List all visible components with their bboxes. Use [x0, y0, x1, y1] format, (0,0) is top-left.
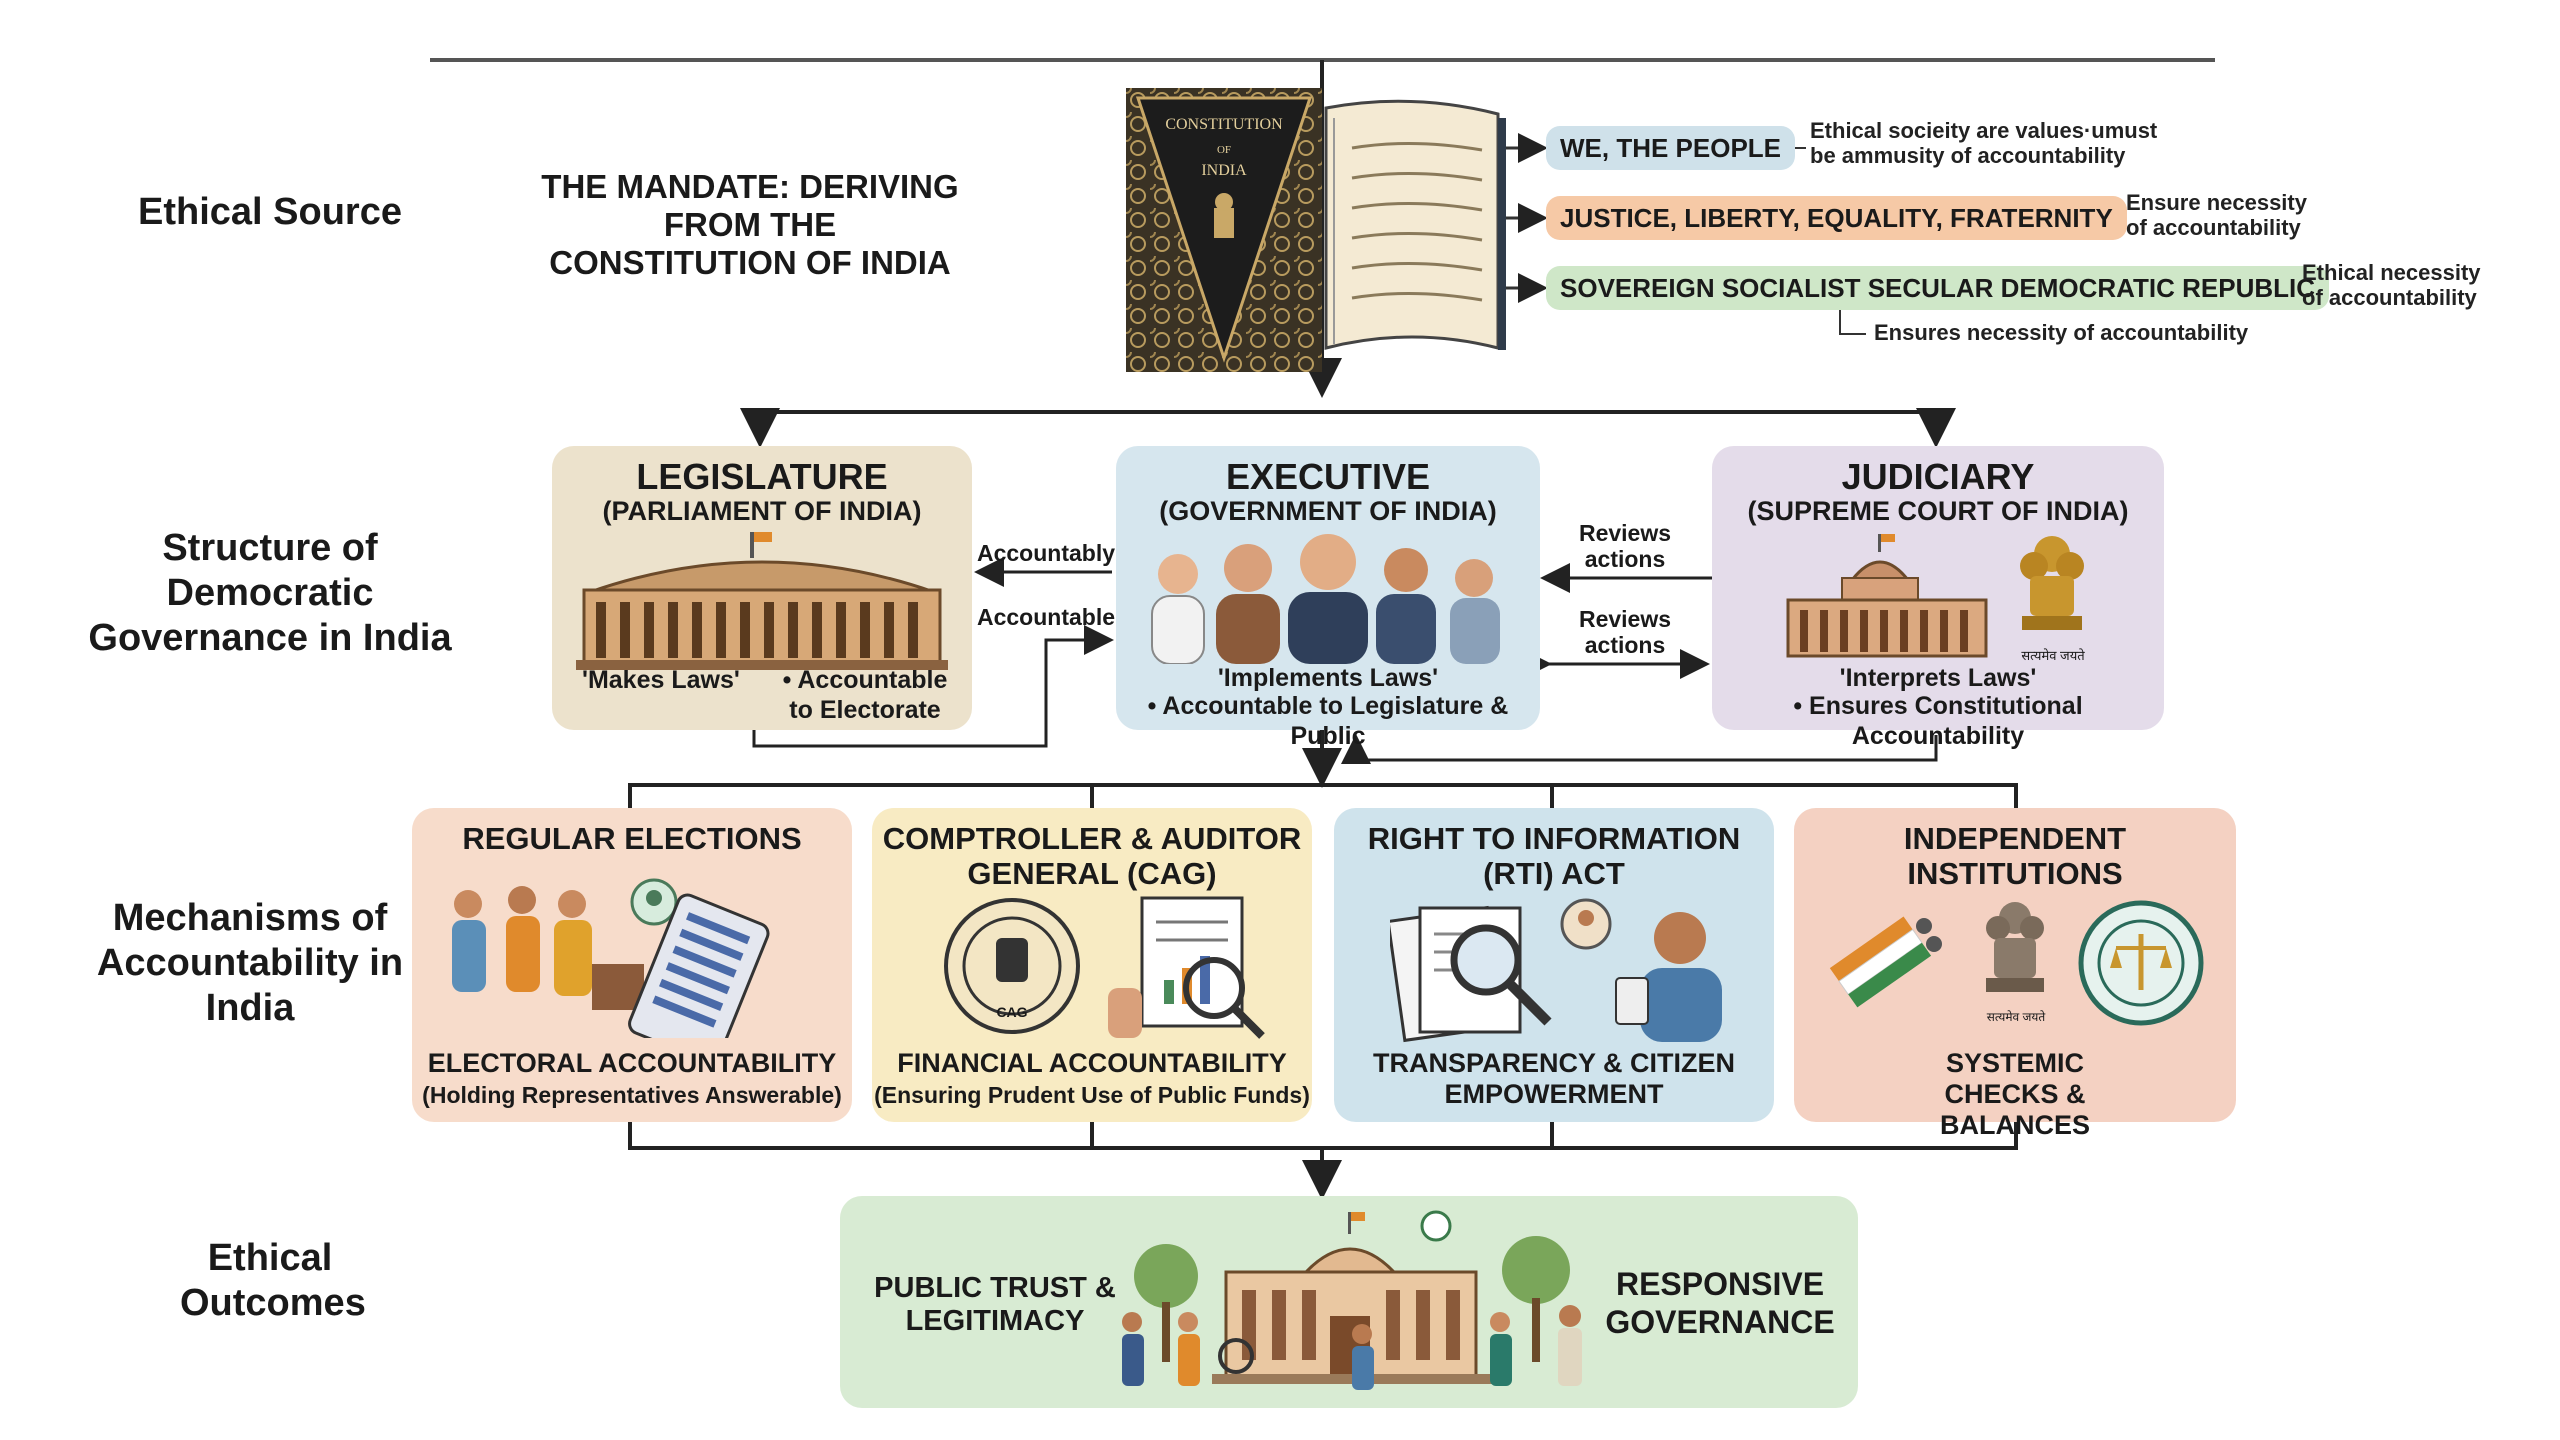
arrow-label-reviews-1: Reviews actions	[1578, 520, 1672, 573]
executive-caption-2: • Accountable to Legislature & Public	[1147, 692, 1509, 750]
legislature-caption-left: 'Makes Laws'	[582, 666, 740, 694]
cag-seal-text: CAG	[996, 1004, 1028, 1020]
judiciary-caption-1: 'Interprets Laws'	[1839, 664, 2037, 692]
rti-documents-icon	[1390, 898, 1722, 1043]
mechanism-elections-cap2: (Holding Representatives Answerable)	[422, 1082, 842, 1108]
arrow-label-accountable: Accountable	[976, 604, 1116, 630]
lokpal-seal-icon	[2078, 900, 2204, 1026]
mechanism-institutions-title: INDEPENDENT INSTITUTIONS	[1903, 821, 2127, 891]
executive-subtitle: (GOVERNMENT OF INDIA)	[1159, 496, 1497, 526]
mechanism-rti-title: RIGHT TO INFORMATION (RTI) ACT	[1367, 821, 1741, 891]
cag-seal-icon	[944, 898, 1080, 1034]
judiciary-emblem-text: सत्यमेव जयते	[2021, 648, 2085, 663]
mechanism-elections-cap1: ELECTORAL ACCOUNTABILITY	[427, 1048, 837, 1078]
executive-caption-1: 'Implements Laws'	[1217, 664, 1439, 692]
executive-title: EXECUTIVE	[1225, 456, 1431, 497]
constitution-book-cover: CONSTITUTION OF INDIA	[1126, 88, 1322, 372]
judiciary-box: JUDICIARY (SUPREME COURT OF INDIA) सत्यम…	[1712, 446, 2164, 750]
legislature-title: LEGISLATURE	[636, 456, 888, 497]
judiciary-subtitle: (SUPREME COURT OF INDIA)	[1747, 496, 2129, 526]
outcome-public-trust: PUBLIC TRUST & LEGITIMACY	[874, 1272, 1116, 1338]
outcomes-box: PUBLIC TRUST & LEGITIMACY RESPONSIVE GOV…	[840, 1196, 1858, 1408]
national-emblem-icon	[2020, 536, 2084, 630]
judiciary-caption-2: • Ensures Constitutional Accountability	[1793, 692, 2083, 750]
voters-evm-icon	[452, 878, 770, 1038]
parliament-building-icon	[576, 532, 948, 670]
mechanism-cag: COMPTROLLER & AUDITOR GENERAL (CAG) CAG …	[872, 808, 1312, 1122]
preamble-subnote: Ensures necessity of accountability	[1874, 320, 2249, 345]
outcome-responsive-governance: RESPONSIVE GOVERNANCE	[1605, 1266, 1835, 1340]
mechanism-institutions-cap1: SYSTEMIC CHECKS & BALANCES	[1939, 1048, 2090, 1141]
ashoka-emblem-icon	[1986, 902, 2044, 992]
preamble-sovereign-republic: SOVEREIGN SOCIALIST SECULAR DEMOCRATIC R…	[1546, 266, 2330, 310]
mechanism-rti-cap1: TRANSPARENCY & CITIZEN EMPOWERMENT	[1372, 1048, 1736, 1110]
book-cover-line3: INDIA	[1201, 162, 1247, 179]
row-label-structure: Structure of Democratic Governance in In…	[88, 527, 452, 659]
arrow-label-reviews-2: Reviews actions	[1578, 606, 1672, 659]
preamble-we-the-people: WE, THE PEOPLE	[1546, 126, 1796, 170]
mechanism-elections-title: REGULAR ELECTIONS	[462, 821, 802, 856]
mechanism-rti: RIGHT TO INFORMATION (RTI) ACT TRANSPARE…	[1334, 808, 1774, 1122]
mechanism-cag-title: COMPTROLLER & AUDITOR GENERAL (CAG)	[882, 821, 1302, 891]
arrow-label-accountably: Accountably	[976, 540, 1116, 566]
row-label-mechanisms: Mechanisms of Accountability in India	[96, 897, 404, 1029]
preamble-note-2: Ensure necessity of accountability	[2126, 190, 2307, 241]
mechanism-independent-institutions: INDEPENDENT INSTITUTIONS सत्यमेव जयते SY…	[1794, 808, 2236, 1140]
preamble-note-3: Ethical necessity of accountability	[2302, 260, 2481, 311]
mandate-title: THE MANDATE: DERIVING FROM THE CONSTITUT…	[541, 168, 959, 281]
executive-box: EXECUTIVE (GOVERNMENT OF INDIA) 'Impleme…	[1116, 446, 1540, 750]
legislature-subtitle: (PARLIAMENT OF INDIA)	[602, 496, 922, 526]
institutions-emblem-text: सत्यमेव जयते	[1986, 1010, 2046, 1024]
supreme-court-building-icon	[1786, 534, 1988, 658]
mechanism-cag-cap2: (Ensuring Prudent Use of Public Funds)	[874, 1082, 1310, 1108]
government-officials-icon	[1151, 534, 1500, 664]
preamble-justice-liberty: JUSTICE, LIBERTY, EQUALITY, FRATERNITY	[1546, 196, 2127, 240]
preamble-note-1: Ethical socieity are values·umust be amm…	[1810, 118, 2158, 169]
legislature-caption-right: • Accountable to Electorate	[782, 666, 948, 724]
row-label-ethical-source: Ethical Source	[138, 191, 402, 233]
audit-magnifier-icon	[1108, 896, 1265, 1039]
book-cover-line2: OF	[1216, 144, 1232, 156]
book-cover-line1: CONSTITUTION	[1165, 116, 1283, 133]
open-book-pages-icon	[1324, 99, 1506, 350]
mechanism-cag-cap1: FINANCIAL ACCOUNTABILITY	[897, 1048, 1287, 1078]
judiciary-title: JUDICIARY	[1841, 456, 2035, 497]
ballot-tricolour-icon	[1829, 916, 1942, 1008]
citizens-building-icon	[1122, 1210, 1582, 1390]
row-label-outcomes: Ethical Outcomes	[180, 1237, 366, 1324]
mechanism-regular-elections: REGULAR ELECTIONS ELECTORAL ACCOUNTABILI…	[412, 808, 852, 1122]
legislature-box: LEGISLATURE (PARLIAMENT OF INDIA) 'Makes…	[552, 446, 972, 730]
